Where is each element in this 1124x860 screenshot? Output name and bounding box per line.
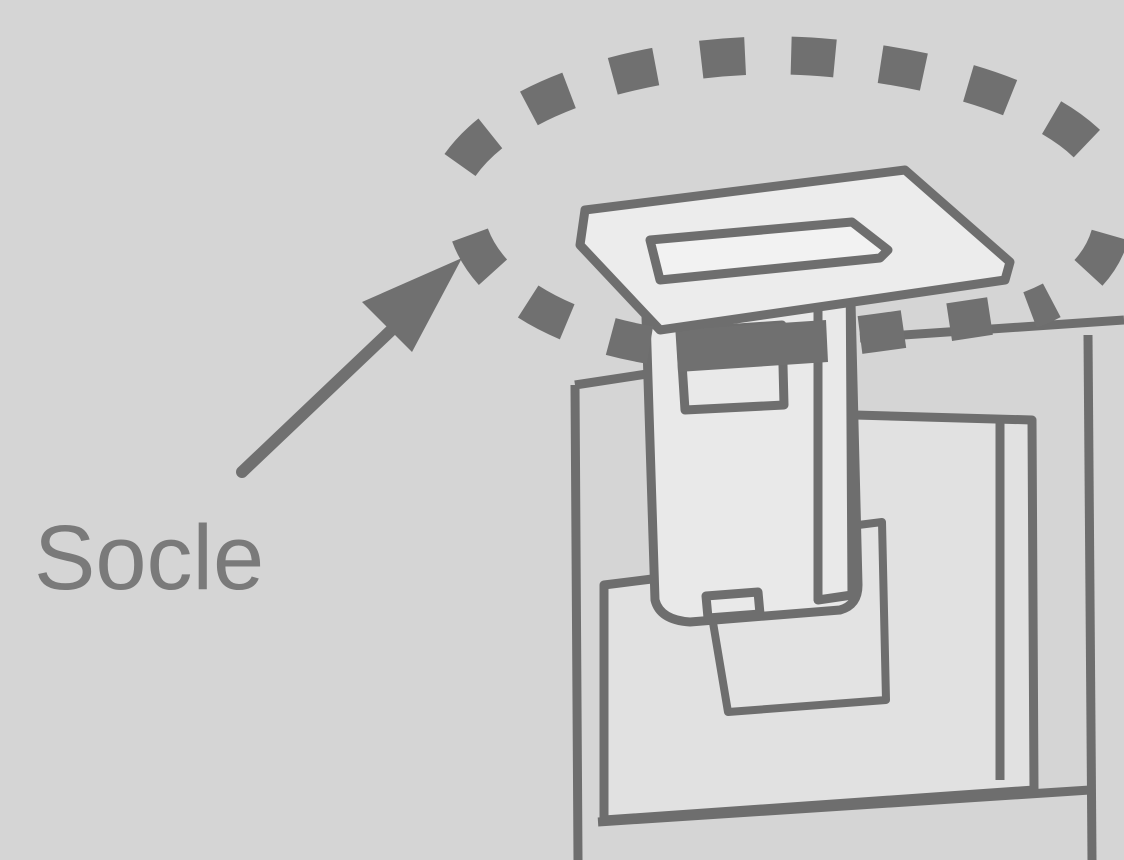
highlight-ring-front — [857, 297, 993, 354]
neck-bottom-tab — [701, 587, 765, 623]
highlight-dotted-ring — [444, 36, 1124, 364]
monitor-bottom-lip — [597, 785, 1091, 827]
callout-arrow — [236, 258, 462, 478]
highlight-ring-path — [444, 36, 1124, 364]
monitor-right-edge — [1083, 334, 1097, 860]
arrow-shaft — [236, 314, 408, 478]
socle-label: Socle — [34, 507, 265, 609]
arrow-head — [362, 258, 462, 352]
stand-base-plate — [575, 165, 1015, 335]
latch-bar — [676, 320, 828, 372]
base-plate-inner — [645, 217, 893, 285]
